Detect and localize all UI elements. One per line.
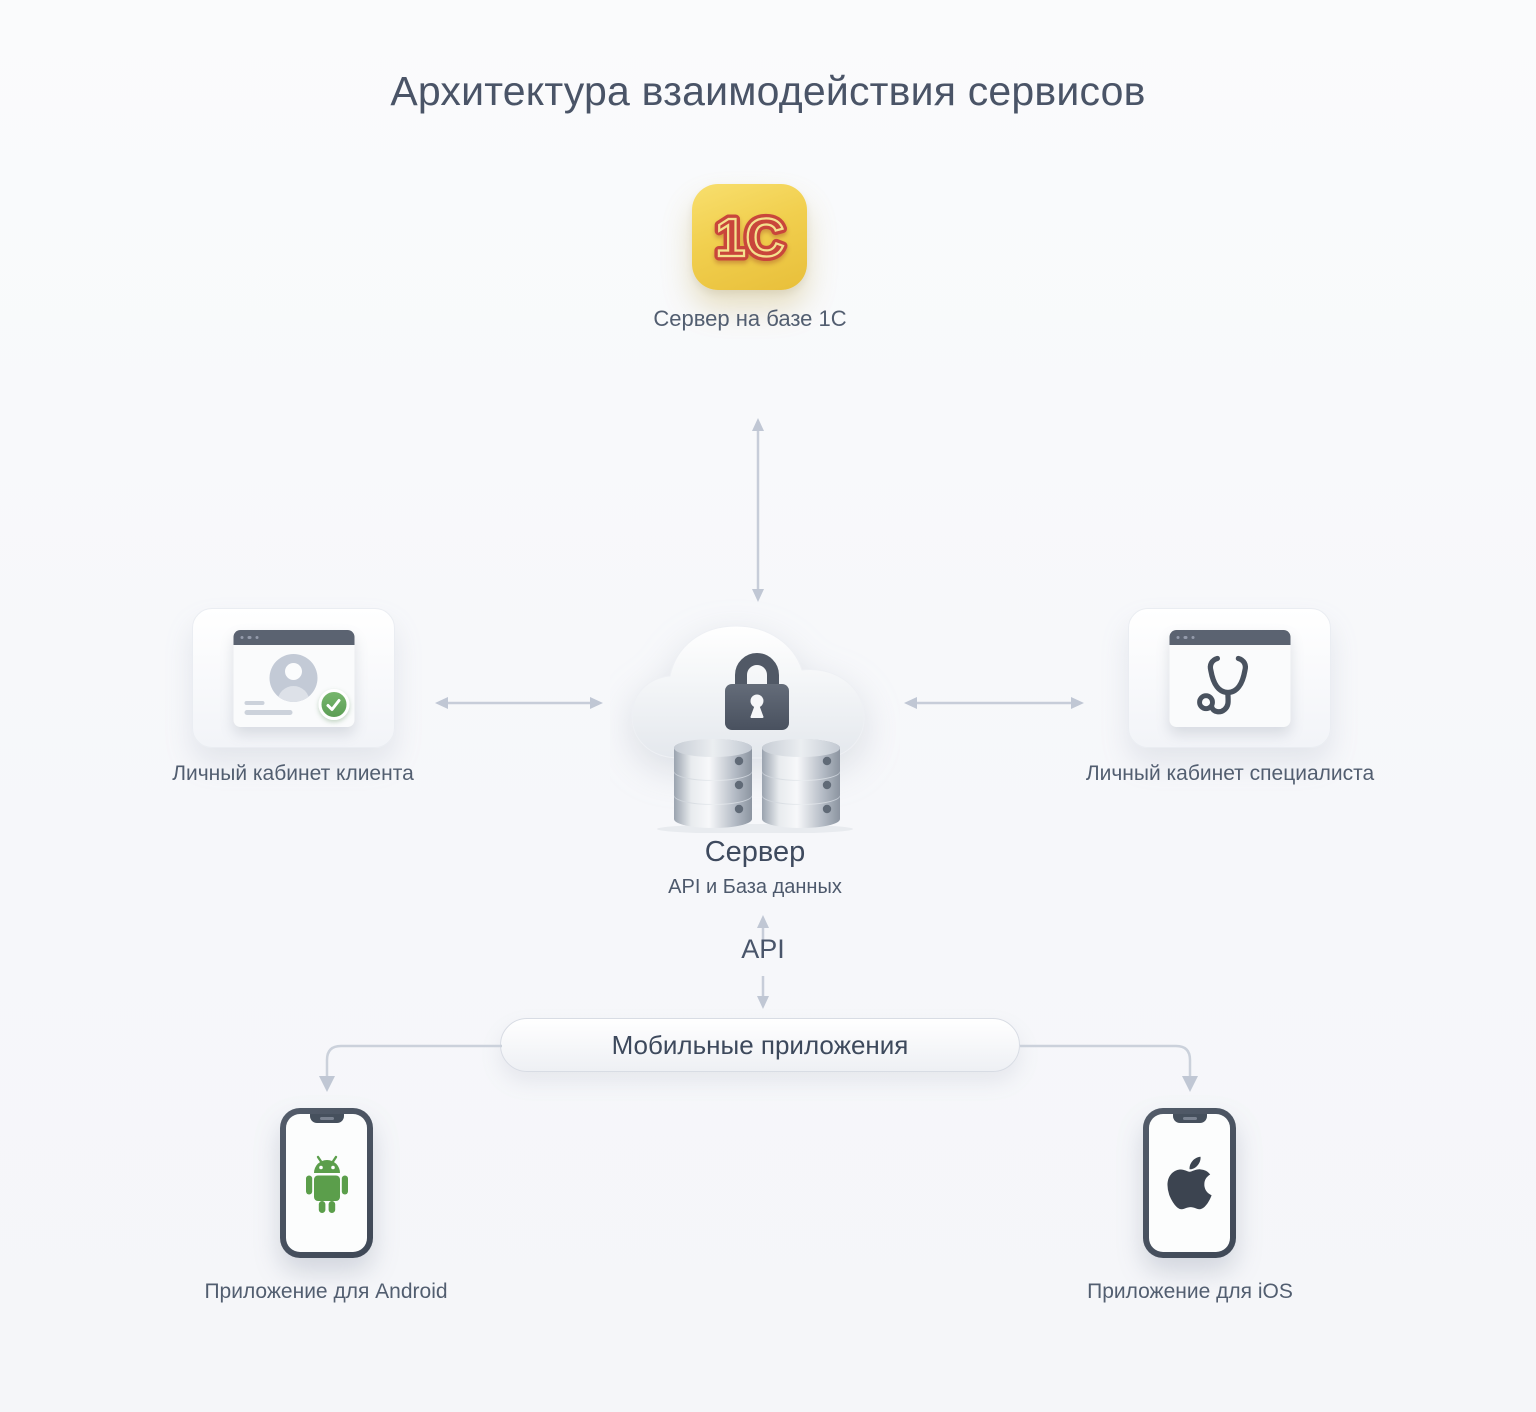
cloud-database-icon xyxy=(631,625,865,834)
phone-notch xyxy=(309,1114,344,1123)
api-label: API xyxy=(741,934,785,964)
page-title: Архитектура взаимодействия сервисов xyxy=(390,68,1146,114)
client-cabinet-card xyxy=(192,608,395,748)
one-c-logo: 1С 1С xyxy=(710,204,788,273)
browser-titlebar xyxy=(233,630,354,645)
connector-ios-icon xyxy=(1020,1044,1198,1092)
browser-window-icon xyxy=(233,630,354,727)
client-cabinet-label: Личный кабинет клиента xyxy=(172,762,414,785)
mobile-apps-label: Мобильные приложения xyxy=(611,1029,909,1060)
arrow-client-server-icon xyxy=(435,697,603,709)
android-robot-icon xyxy=(305,1155,348,1213)
one-c-icon: 1С 1С xyxy=(692,184,807,290)
check-icon xyxy=(318,689,349,720)
one-c-label: Сервер на базе 1С xyxy=(653,306,847,331)
connector-android-icon xyxy=(319,1044,502,1092)
api-double-arrow-icon xyxy=(757,915,769,1009)
stethoscope-icon xyxy=(1197,655,1248,715)
lock-icon xyxy=(725,653,789,730)
svg-text:1С: 1С xyxy=(715,208,784,268)
arrow-specialist-server-icon xyxy=(904,697,1084,709)
svg-text:1С: 1С xyxy=(715,208,784,268)
browser-titlebar xyxy=(1169,630,1290,645)
specialist-cabinet-label: Личный кабинет специалиста xyxy=(1085,762,1375,785)
specialist-cabinet-card xyxy=(1128,608,1331,748)
android-app-label: Приложение для Android xyxy=(204,1280,448,1303)
server-title: Сервер xyxy=(704,836,806,868)
server-node xyxy=(610,598,900,834)
mobile-apps-pill: Мобильные приложения xyxy=(500,1018,1020,1072)
android-phone xyxy=(280,1108,373,1258)
browser-window-icon xyxy=(1169,630,1290,727)
user-avatar-icon xyxy=(269,654,318,702)
apple-icon xyxy=(1167,1156,1212,1210)
phone-notch xyxy=(1172,1114,1207,1123)
ios-phone xyxy=(1143,1108,1236,1258)
ios-app-label: Приложение для iOS xyxy=(1087,1280,1293,1303)
double-arrow-vertical-icon xyxy=(752,418,764,602)
database-icon xyxy=(674,739,840,828)
server-subtitle: API и База данных xyxy=(668,876,842,898)
